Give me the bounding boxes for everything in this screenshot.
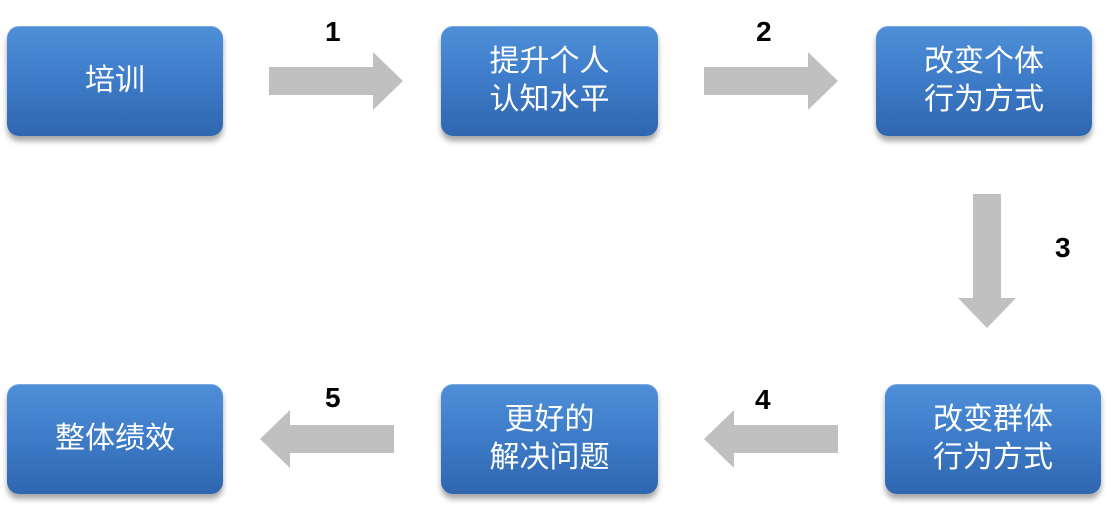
arrow-right-icon xyxy=(269,52,403,110)
node-performance-line-1: 整体绩效 xyxy=(55,421,175,456)
arrow-left-icon xyxy=(704,410,838,468)
node-individual-behavior-line-1: 改变个体 xyxy=(924,44,1044,79)
node-group-behavior: 改变群体 行为方式 xyxy=(885,384,1101,494)
node-problem-solving: 更好的 解决问题 xyxy=(441,384,658,494)
node-training: 培训 xyxy=(7,26,223,136)
node-performance: 整体绩效 xyxy=(7,384,223,494)
node-group-behavior-line-1: 改变群体 xyxy=(933,402,1053,437)
arrow-left-icon xyxy=(260,410,394,468)
node-cognition-line-1: 提升个人 xyxy=(489,44,610,79)
node-cognition-line-2: 认知水平 xyxy=(489,82,610,117)
step-1-label: 1 xyxy=(325,16,341,47)
node-group-behavior-line-2: 行为方式 xyxy=(933,440,1053,475)
step-5-label: 5 xyxy=(325,382,341,413)
node-problem-solving-line-2: 解决问题 xyxy=(489,440,610,475)
node-training-line-1: 培训 xyxy=(85,63,145,98)
node-problem-solving-line-1: 更好的 xyxy=(504,402,595,437)
node-cognition: 提升个人 认知水平 xyxy=(441,26,658,136)
step-4-label: 4 xyxy=(755,384,771,415)
node-individual-behavior: 改变个体 行为方式 xyxy=(876,26,1092,136)
node-individual-behavior-line-2: 行为方式 xyxy=(924,82,1044,117)
arrow-right-icon xyxy=(704,52,838,110)
arrow-down-icon xyxy=(958,194,1016,328)
step-3-label: 3 xyxy=(1055,232,1071,263)
step-2-label: 2 xyxy=(756,16,772,47)
